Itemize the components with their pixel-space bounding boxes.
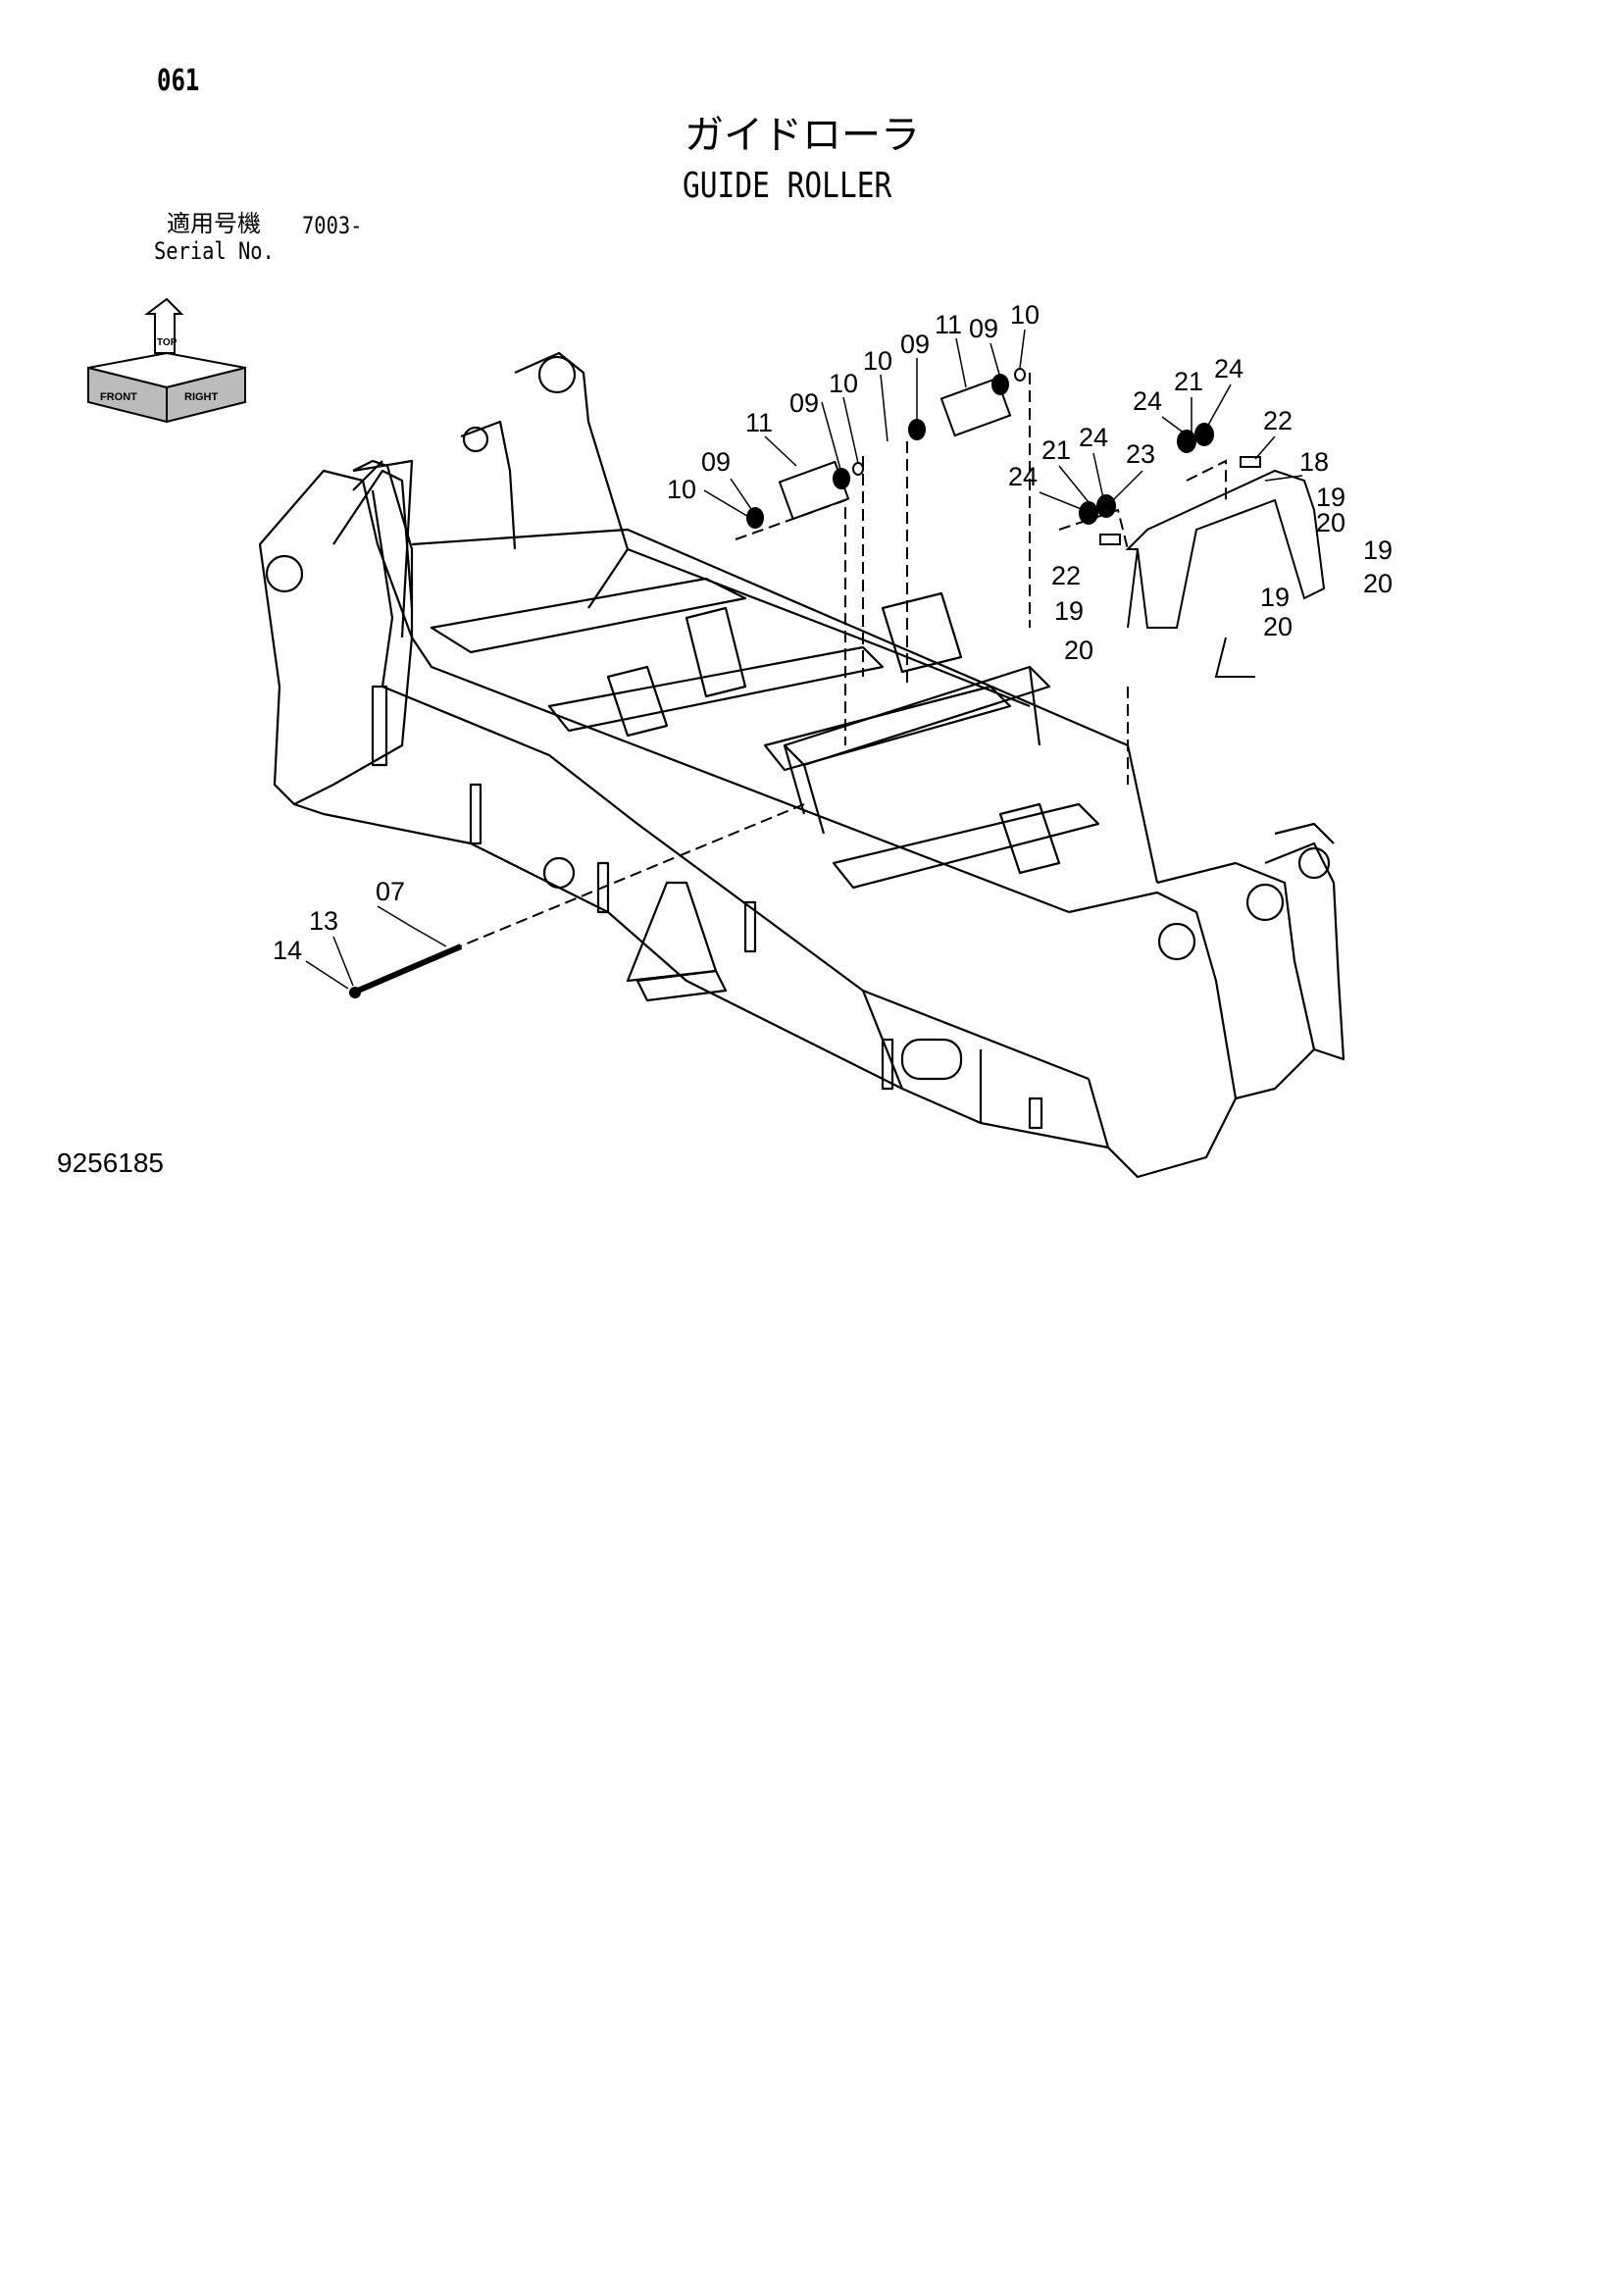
callout: 19 bbox=[1260, 583, 1290, 612]
callout: 11 bbox=[935, 310, 962, 339]
callout: 19 bbox=[1363, 536, 1393, 565]
serial-label-japanese: 適用号機 bbox=[167, 210, 261, 237]
callout-labels: 09 10 11 09 10 10 09 11 09 10 24 21 24 2… bbox=[273, 300, 1393, 965]
callout: 20 bbox=[1064, 636, 1093, 665]
drawing-number: 9256185 bbox=[57, 1148, 165, 1178]
callout: 24 bbox=[1133, 386, 1162, 416]
orientation-label-top: TOP bbox=[157, 337, 178, 348]
callout: 10 bbox=[1010, 300, 1040, 330]
callout: 23 bbox=[1126, 439, 1155, 469]
callout: 19 bbox=[1054, 596, 1084, 626]
callout: 20 bbox=[1263, 612, 1293, 641]
callout: 24 bbox=[1008, 462, 1038, 491]
callout: 24 bbox=[1079, 423, 1108, 452]
callout: 11 bbox=[745, 408, 773, 437]
callout: 21 bbox=[1041, 435, 1071, 465]
callout: 22 bbox=[1051, 561, 1081, 590]
serial-value: 7003- bbox=[302, 212, 363, 239]
callout: 09 bbox=[789, 388, 819, 418]
callout: 14 bbox=[273, 936, 302, 965]
callout: 10 bbox=[863, 346, 892, 376]
serial-label-english: Serial No. bbox=[154, 237, 275, 265]
page-number: 061 bbox=[157, 64, 200, 98]
callout: 20 bbox=[1316, 508, 1345, 537]
callout: 19 bbox=[1316, 483, 1345, 512]
title-english: GUIDE ROLLER bbox=[683, 166, 892, 206]
track-frame-drawing bbox=[258, 351, 1345, 1179]
callout: 13 bbox=[309, 906, 338, 936]
roller-parts bbox=[349, 368, 1326, 998]
orientation-label-front: FRONT bbox=[100, 391, 137, 403]
callout: 21 bbox=[1174, 367, 1203, 396]
callout-leaders bbox=[305, 329, 1303, 990]
callout: 09 bbox=[701, 447, 731, 477]
orientation-arrows-icon: FRONT RIGHT TOP bbox=[87, 297, 246, 424]
callout: 09 bbox=[969, 314, 998, 343]
callout: 24 bbox=[1214, 354, 1243, 383]
callout: 10 bbox=[667, 475, 696, 504]
callout: 20 bbox=[1363, 569, 1393, 598]
callout: 22 bbox=[1263, 406, 1293, 435]
title-japanese: ガイドローラ bbox=[685, 113, 920, 158]
callout: 10 bbox=[829, 369, 858, 398]
callout: 09 bbox=[900, 330, 930, 359]
callout: 18 bbox=[1299, 447, 1329, 477]
callout: 07 bbox=[376, 877, 405, 906]
orientation-label-right: RIGHT bbox=[184, 391, 219, 403]
